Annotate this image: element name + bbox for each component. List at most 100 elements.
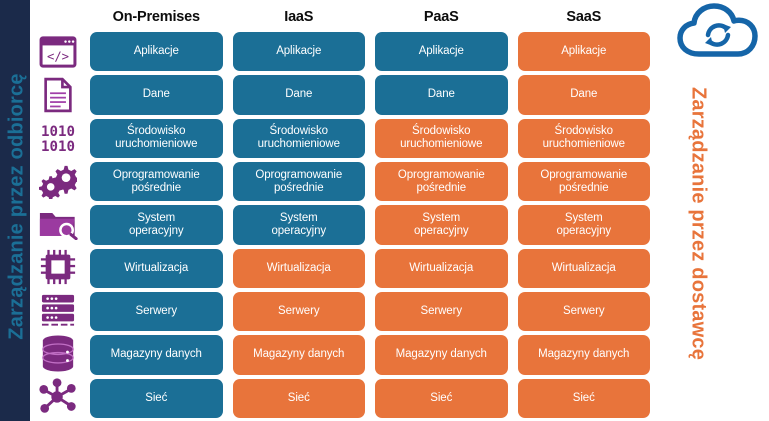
provider-managed-label: Zarządzanie przez dostawcę [687,86,710,361]
cell-label-line2: operacyjny [128,224,184,237]
cell-iaas-serwery[interactable]: Serwery [232,291,365,332]
server-rack-icon [34,288,82,331]
cell-label-line2: uruchomieniowe [115,138,198,151]
cell-label-line1: Oprogramowanie [255,168,343,181]
cell-label: Aplikacje [561,45,607,58]
cell-saas-serwery[interactable]: Serwery [517,291,650,332]
cell-saas-dane[interactable]: Dane [517,75,650,115]
column-header-iaas: IaaS [284,9,314,25]
column-header-paas: PaaS [423,9,459,25]
cell-paas-wirtualizacja[interactable]: Wirtualizacja [375,248,508,288]
svg-text:1010: 1010 [41,124,75,140]
cell-paas-serwery[interactable]: Serwery [375,291,508,332]
cell-label-line1: System [279,211,318,224]
binary-data-icon: 1010 1010 [34,116,82,159]
column-header-on-premises: On-Premises [112,9,200,25]
cell-label-line2: pośrednie [416,181,467,194]
cell-on-premises-aplikacje[interactable]: Aplikacje [90,32,223,72]
cell-label: Dane [570,88,598,101]
cell-iaas-magazyny[interactable]: Magazyny danych [232,335,365,375]
svg-text:1010: 1010 [41,139,75,154]
cell-saas-wirtualizacja[interactable]: Wirtualizacja [517,248,650,288]
code-window-icon: </> [34,30,82,73]
cell-label: Dane [142,88,170,101]
cell-iaas-wirtualizacja[interactable]: Wirtualizacja [232,248,365,288]
layer-icon-rail: </> 1010 1010 [32,30,84,418]
cell-label: Sieć [572,391,595,404]
cell-on-premises-siec[interactable]: Sieć [90,378,223,418]
cell-label: Serwery [420,305,463,318]
cell-label-line2: pośrednie [558,181,609,194]
svg-text:</>: </> [47,49,69,63]
cell-label-line1: Środowisko [269,125,329,138]
column-header-saas: SaaS [566,9,602,25]
cell-label: Magazyny danych [110,348,202,361]
cell-label: Serwery [563,305,605,318]
cell-label-line1: Oprogramowanie [540,168,628,181]
cell-label-line1: Środowisko [412,125,471,138]
folder-search-icon [34,202,82,245]
document-icon [34,73,82,116]
cell-label-line1: System [564,211,603,224]
cell-saas-magazyny[interactable]: Magazyny danych [517,335,650,375]
cell-label: Wirtualizacja [551,261,616,274]
cell-label: Magazyny danych [395,348,487,361]
cell-label-line1: Środowisko [554,125,614,138]
cell-label: Wirtualizacja [409,261,474,274]
cell-label: Serwery [135,305,178,318]
cell-label-line2: uruchomieniowe [400,138,483,151]
cell-on-premises-dane[interactable]: Dane [90,75,223,115]
cell-paas-siec[interactable]: Sieć [375,378,508,418]
cloud-sync-icon [675,2,763,62]
cell-label: Wirtualizacja [266,261,331,274]
cell-on-premises-wirtualizacja[interactable]: Wirtualizacja [90,248,223,288]
cell-paas-dane[interactable]: Dane [375,75,508,115]
cell-iaas-aplikacje[interactable]: Aplikacje [232,32,365,72]
cell-on-premises-serwery[interactable]: Serwery [90,291,223,332]
cell-label: Wirtualizacja [124,261,189,274]
cell-iaas-siec[interactable]: Sieć [232,378,365,418]
cell-label: Magazyny danych [538,348,630,361]
column-headers: On-Premises IaaS PaaS SaaS [85,4,655,30]
cell-label-line2: operacyjny [413,224,469,237]
cell-label: Sieć [145,391,168,404]
cell-on-premises-magazyny[interactable]: Magazyny danych [90,335,223,375]
cell-label: Aplikacje [418,45,464,58]
cell-paas-magazyny[interactable]: Magazyny danych [375,335,508,375]
customer-managed-label: Zarządzanie przez odbiorcę [5,73,28,340]
cell-saas-aplikacje[interactable]: Aplikacje [517,32,650,72]
cell-saas-siec[interactable]: Sieć [517,378,650,418]
cell-label-line1: Oprogramowanie [112,168,200,181]
cell-iaas-dane[interactable]: Dane [232,75,365,115]
cell-label: Aplikacje [133,45,179,58]
database-icon [34,331,82,374]
cell-paas-aplikacje[interactable]: Aplikacje [375,32,508,72]
cell-label-line1: System [422,211,461,224]
cell-label-line2: pośrednie [273,181,324,194]
